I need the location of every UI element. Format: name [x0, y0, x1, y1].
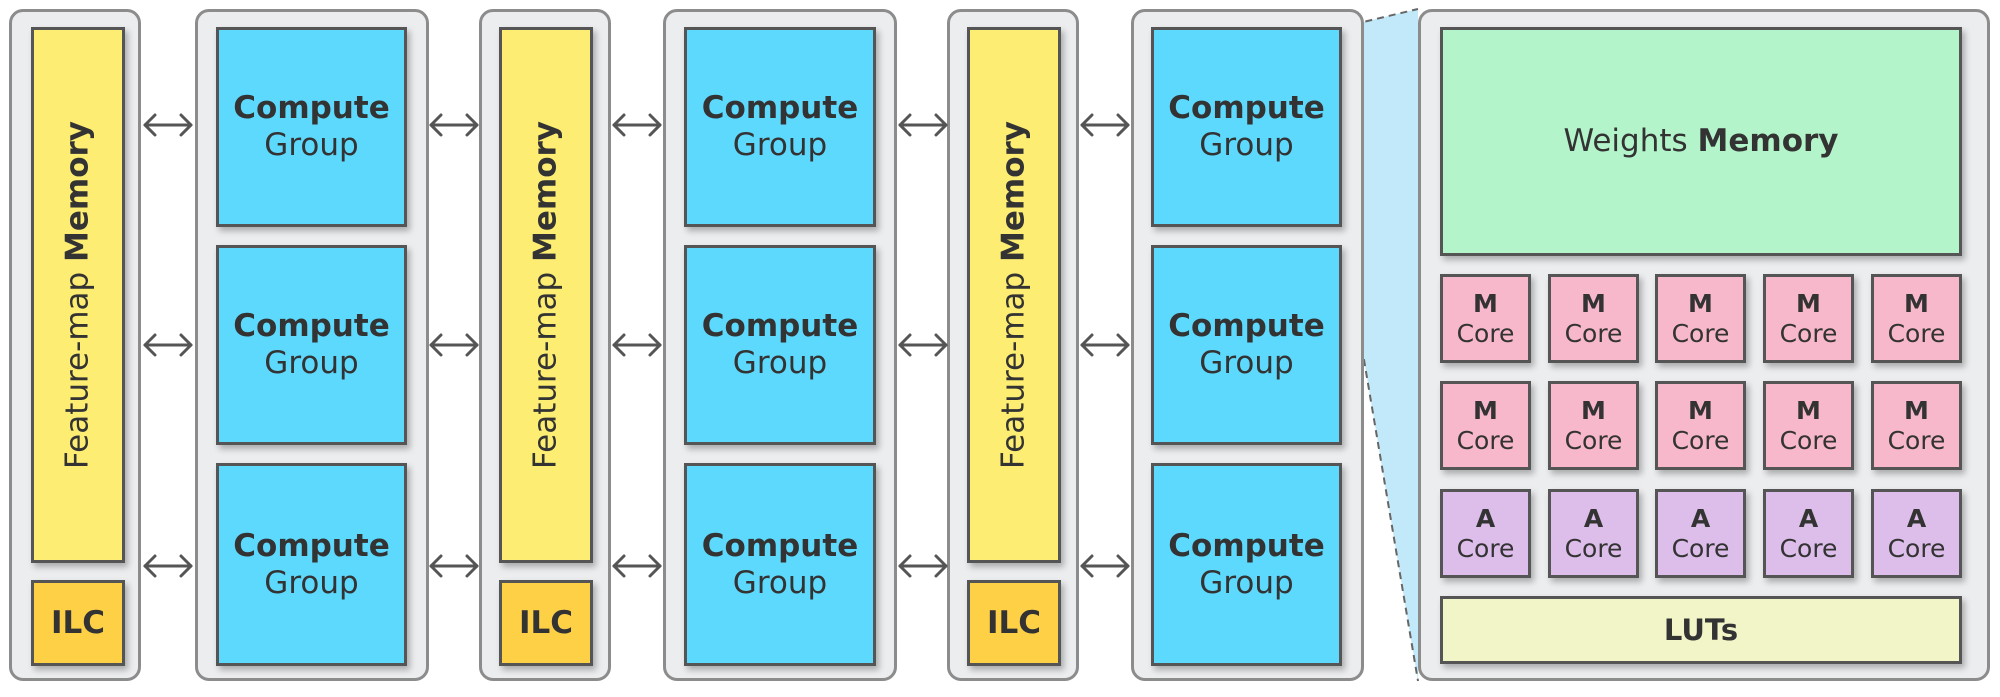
bidirectional-arrow [1080, 554, 1130, 578]
bidirectional-arrow [612, 113, 662, 137]
bidirectional-arrow [612, 554, 662, 578]
bidirectional-arrow [1080, 333, 1130, 357]
bidirectional-arrow [612, 333, 662, 357]
bidirectional-arrow [143, 554, 193, 578]
bidirectional-arrow [143, 113, 193, 137]
bidirectional-arrow [429, 554, 479, 578]
ilc-3: ILC [967, 580, 1061, 666]
bidirectional-arrow [898, 554, 948, 578]
feature-map-memory-1: Feature-map Memory [31, 27, 125, 563]
ilc-1: ILC [31, 580, 125, 666]
feature-map-memory-3: Feature-map Memory [967, 27, 1061, 563]
bidirectional-arrow [898, 113, 948, 137]
bidirectional-arrow [898, 333, 948, 357]
bidirectional-arrow [429, 333, 479, 357]
bidirectional-arrow [429, 113, 479, 137]
feature-map-memory-2: Feature-map Memory [499, 27, 593, 563]
weights-memory-emph: Memory [1697, 123, 1839, 160]
luts: LUTs [1440, 596, 1962, 664]
weights-memory: Weights Memory [1440, 27, 1962, 256]
bidirectional-arrow [143, 333, 193, 357]
bidirectional-arrow [1080, 113, 1130, 137]
ilc-2: ILC [499, 580, 593, 666]
weights-memory-label: Weights [1563, 123, 1688, 160]
